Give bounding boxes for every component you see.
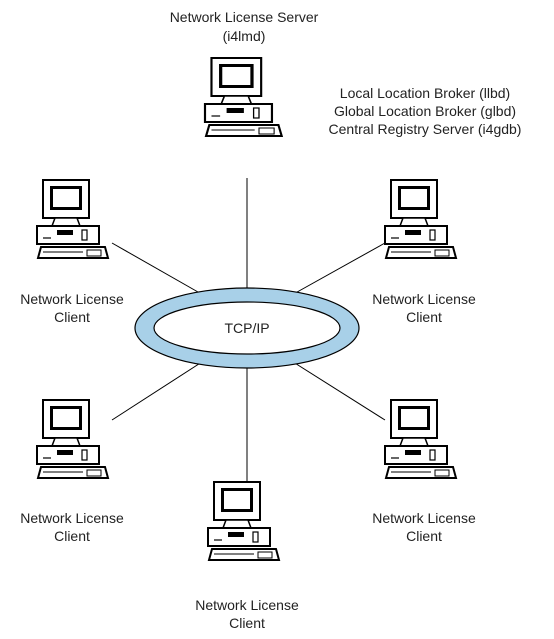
service-i4gdb: Central Registry Server (i4gdb): [329, 121, 522, 137]
link-client-lower-right: [289, 359, 386, 421]
server-computer: Network License Server (i4lmd): [170, 9, 319, 138]
client-label-line1: Network License: [195, 597, 299, 613]
link-client-upper-right: [289, 242, 386, 297]
connection-lines: [111, 178, 386, 482]
service-llbd: Local Location Broker (llbd): [340, 85, 510, 101]
client-label-line2: Client: [229, 615, 265, 631]
client-lower-left: Network License Client: [20, 399, 124, 544]
client-lower-right: Network License Client: [372, 399, 476, 544]
server-label-line2: (i4lmd): [223, 28, 266, 44]
service-glbd: Global Location Broker (glbd): [334, 103, 516, 119]
client-label-line1: Network License: [372, 291, 476, 307]
client-label-line2: Client: [406, 528, 442, 544]
link-client-upper-left: [111, 242, 206, 297]
tcpip-ring: TCP/IP: [134, 287, 360, 369]
client-bottom: Network License Client: [195, 481, 299, 631]
network-label: TCP/IP: [224, 320, 269, 336]
client-label-line2: Client: [54, 528, 90, 544]
link-client-lower-left: [111, 359, 206, 421]
server-services: Local Location Broker (llbd) Global Loca…: [329, 85, 522, 137]
client-label-line1: Network License: [20, 291, 124, 307]
server-label-line1: Network License Server: [170, 9, 319, 25]
client-upper-right: Network License Client: [372, 179, 476, 325]
client-upper-left: Network License Client: [20, 179, 124, 325]
client-label-line2: Client: [406, 309, 442, 325]
client-label-line2: Client: [54, 309, 90, 325]
client-label-line1: Network License: [20, 510, 124, 526]
client-label-line1: Network License: [372, 510, 476, 526]
